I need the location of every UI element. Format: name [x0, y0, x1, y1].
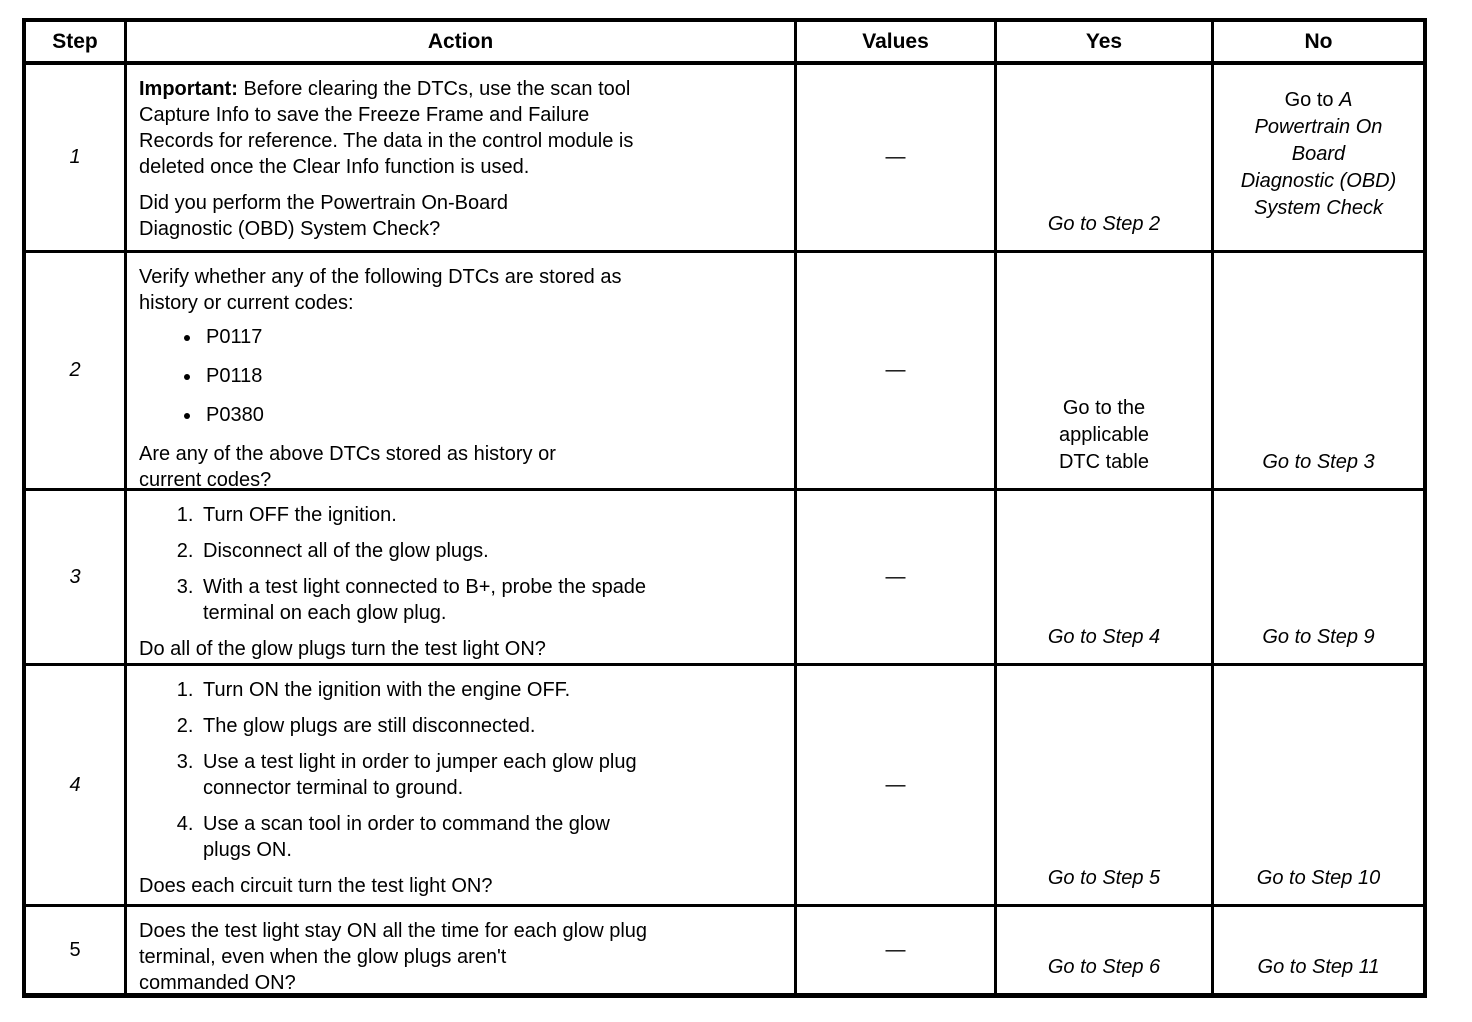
- values-cell: —: [797, 666, 997, 904]
- procedure-item: Turn ON the ignition with the engine OFF…: [199, 677, 780, 703]
- dtc-code-item: P0118: [202, 363, 780, 389]
- procedure-item: Disconnect all of the glow plugs.: [199, 538, 780, 564]
- procedure-list: Turn ON the ignition with the engine OFF…: [139, 677, 780, 863]
- yes-cell: Go to Step 2: [997, 65, 1214, 250]
- procedure-item: With a test light connected to B+, probe…: [199, 574, 780, 626]
- no-cell: Go to A Powertrain On Board Diagnostic (…: [1214, 65, 1423, 250]
- dtc-code-list: P0117 P0118 P0380: [139, 324, 780, 428]
- yes-cell: Go to Step 4: [997, 491, 1214, 663]
- important-label: Important:: [139, 78, 238, 100]
- column-header-action: Action: [127, 22, 797, 61]
- step-number: 4: [26, 666, 127, 904]
- action-cell: Verify whether any of the following DTCs…: [127, 253, 797, 488]
- values-cell: —: [797, 491, 997, 663]
- values-cell: —: [797, 65, 997, 250]
- step-number: 1: [26, 65, 127, 250]
- procedure-item: The glow plugs are still disconnected.: [199, 713, 780, 739]
- action-question: Does the test light stay ON all the time…: [139, 920, 648, 993]
- column-header-yes: Yes: [997, 22, 1214, 61]
- action-question: Are any of the above DTCs stored as hist…: [139, 443, 556, 488]
- important-note: Important: Before clearing the DTCs, use…: [139, 76, 780, 180]
- no-cell: Go to Step 9: [1262, 626, 1375, 648]
- step-number: 2: [26, 253, 127, 488]
- action-question: Do all of the glow plugs turn the test l…: [139, 638, 546, 660]
- important-text: Before clearing the DTCs, use the scan t…: [139, 78, 634, 178]
- column-header-values: Values: [797, 22, 997, 61]
- dtc-code-item: P0117: [202, 324, 780, 350]
- action-cell: Turn ON the ignition with the engine OFF…: [127, 666, 797, 904]
- table-row-step-4: 4 Turn ON the ignition with the engine O…: [26, 666, 1423, 907]
- values-cell: —: [797, 907, 997, 993]
- action-cell: Turn OFF the ignition. Disconnect all of…: [127, 491, 797, 663]
- table-row-step-3: 3 Turn OFF the ignition. Disconnect all …: [26, 491, 1423, 666]
- table-row-step-5: 5 Does the test light stay ON all the ti…: [26, 907, 1423, 993]
- yes-cell: Go to Step 6: [997, 907, 1214, 993]
- table-row-step-1: 1 Important: Before clearing the DTCs, u…: [26, 65, 1423, 253]
- procedure-item: Turn OFF the ignition.: [199, 502, 780, 528]
- action-question: Does each circuit turn the test light ON…: [139, 875, 493, 897]
- action-question: Did you perform the Powertrain On-Board …: [139, 192, 509, 240]
- no-cell: Go to Step 10: [1256, 867, 1381, 889]
- yes-cell: Go to the applicable DTC table: [997, 253, 1214, 488]
- procedure-list: Turn OFF the ignition. Disconnect all of…: [139, 502, 780, 626]
- table-row-step-2: 2 Verify whether any of the following DT…: [26, 253, 1423, 491]
- procedure-item: Use a test light in order to jumper each…: [199, 749, 780, 801]
- column-header-step: Step: [26, 22, 127, 61]
- action-cell: Important: Before clearing the DTCs, use…: [127, 65, 797, 250]
- no-reference: Go to A Powertrain On Board Diagnostic (…: [1240, 89, 1397, 219]
- procedure-item: Use a scan tool in order to command the …: [199, 811, 780, 863]
- diagnostic-table: Step Action Values Yes No 1 Important: B…: [22, 18, 1427, 998]
- table-header-row: Step Action Values Yes No: [26, 22, 1423, 65]
- yes-cell: Go to Step 5: [997, 666, 1214, 904]
- step-number: 5: [26, 907, 127, 993]
- no-cell: Go to Step 11: [1257, 956, 1380, 978]
- step-number: 3: [26, 491, 127, 663]
- dtc-code-item: P0380: [202, 402, 780, 428]
- no-cell: Go to Step 3: [1262, 451, 1375, 473]
- values-cell: —: [797, 253, 997, 488]
- action-intro: Verify whether any of the following DTCs…: [139, 266, 622, 314]
- column-header-no: No: [1304, 29, 1333, 53]
- action-cell: Does the test light stay ON all the time…: [127, 907, 797, 993]
